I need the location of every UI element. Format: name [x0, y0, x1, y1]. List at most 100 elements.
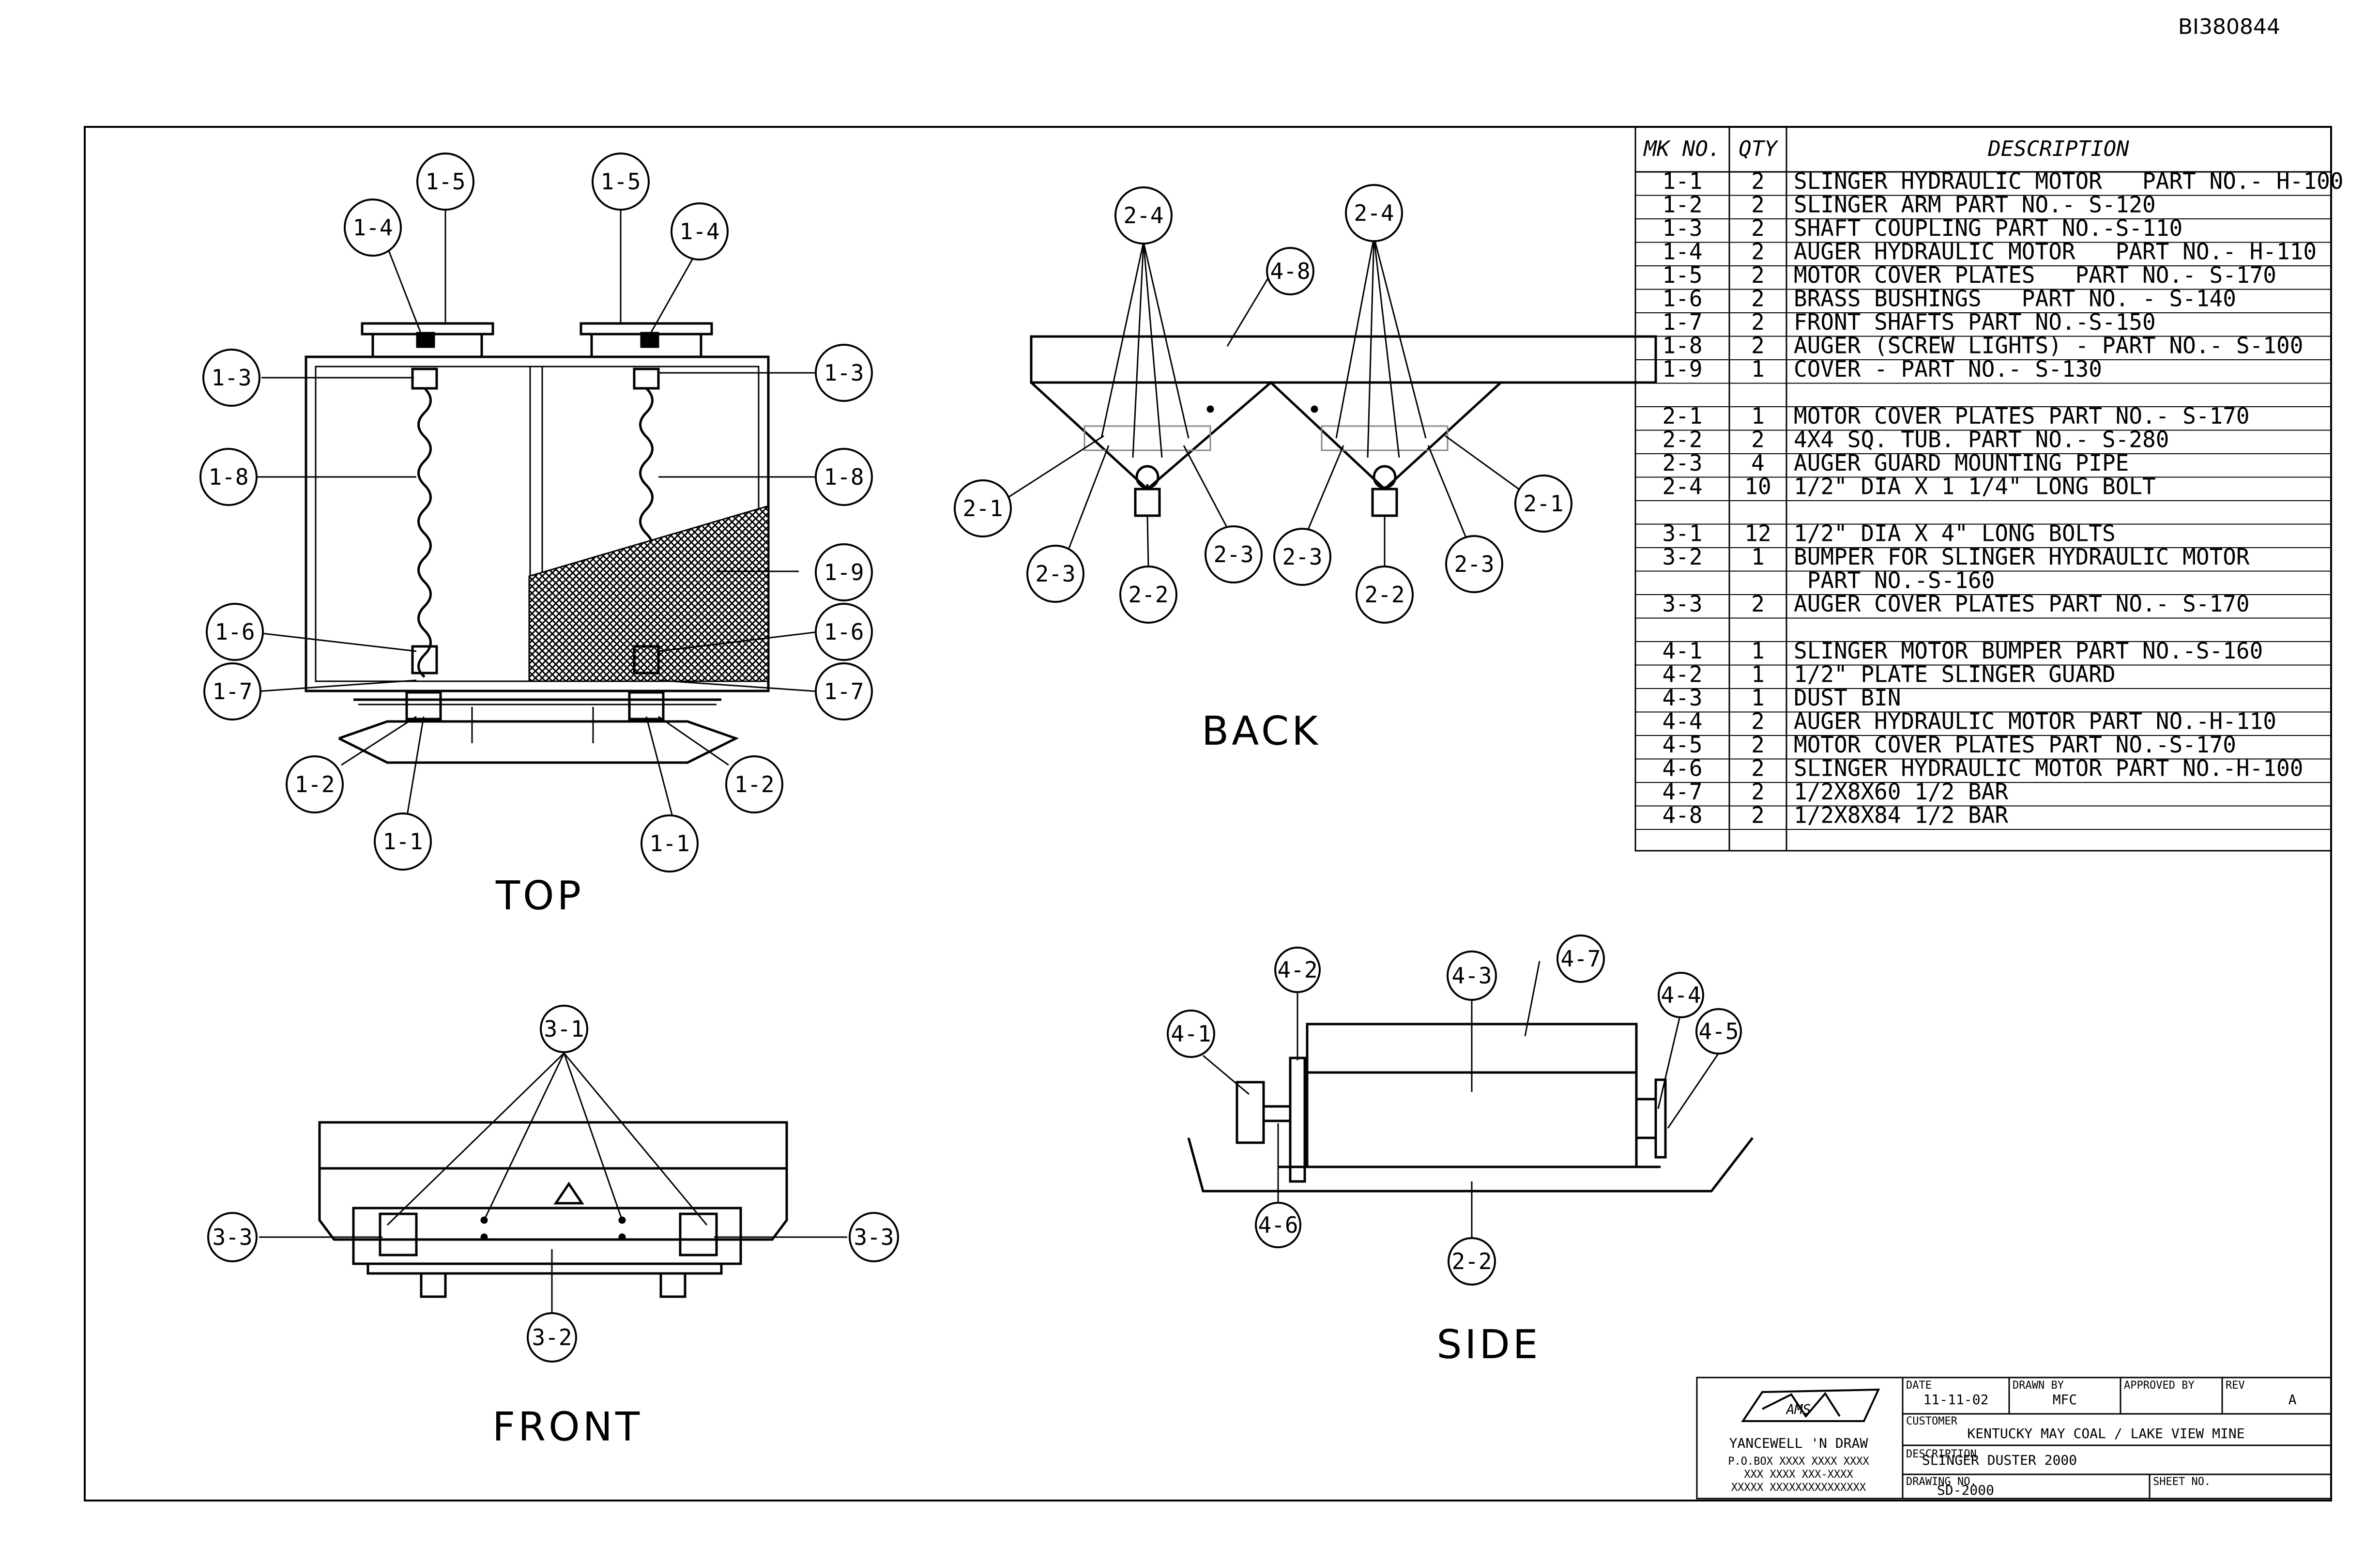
- logo-text: AMS: [1785, 1401, 1811, 1417]
- front-view-leaders: [259, 1052, 847, 1312]
- bom-cell-mk: 1-9: [1662, 356, 1702, 382]
- svg-text:1-3: 1-3: [824, 360, 864, 386]
- svg-text:1-7: 1-7: [824, 678, 864, 705]
- svg-text:DRAWING NO.: DRAWING NO.: [1906, 1476, 1977, 1488]
- svg-text:2-3: 2-3: [1213, 541, 1253, 567]
- front-view-callouts: 3-1 3-3 3-3 3-2: [207, 1005, 899, 1363]
- bom-cell-mk: 2-4: [1662, 473, 1702, 499]
- svg-text:2-2: 2-2: [1128, 582, 1168, 608]
- bom-cell-mk: 1-1: [1662, 168, 1702, 194]
- bom-cell-mk: 4-5: [1662, 732, 1702, 758]
- bom-cell-desc: DUST BIN: [1794, 685, 1901, 711]
- bom-cell-qty: 2: [1751, 262, 1765, 288]
- bom-cell-desc: 1/2" DIA X 4" LONG BOLTS: [1794, 520, 2116, 546]
- back-view-label: BACK: [1202, 708, 1321, 754]
- svg-text:1-8: 1-8: [208, 464, 248, 490]
- top-view-label: TOP: [495, 873, 584, 919]
- bom-cell-qty: 12: [1744, 520, 1771, 546]
- bom-rows: 1-1 2 SLINGER HYDRAULIC MOTOR PART NO.- H-…: [1635, 168, 2343, 830]
- bom-cell-mk: 2-3: [1662, 450, 1702, 476]
- bom-header-mk: MK NO.: [1643, 137, 1721, 161]
- svg-text:2-2: 2-2: [1451, 1248, 1492, 1274]
- bom-cell-qty: 2: [1751, 755, 1765, 781]
- svg-text:4-4: 4-4: [1661, 982, 1701, 1008]
- description-value: SLINGER DUSTER 2000: [1922, 1452, 2077, 1468]
- bom-cell-mk: 4-8: [1662, 802, 1702, 828]
- bom-cell-desc: AUGER (SCREW LIGHTS) - PART NO.- S-100: [1794, 332, 2303, 358]
- bom-cell-mk: 3-1: [1662, 520, 1702, 546]
- title-block-text: AMS YANCEWELL 'N DRAW P.O.BOX XXXX XXXX …: [1728, 1379, 2296, 1498]
- svg-text:P.O.BOX XXXX XXXX XXXX: P.O.BOX XXXX XXXX XXXX: [1728, 1455, 1869, 1468]
- bom-cell-qty: 2: [1751, 426, 1765, 452]
- svg-text:4-3: 4-3: [1451, 963, 1492, 989]
- bom-cell-desc: AUGER COVER PLATES PART NO.- S-170: [1794, 591, 2250, 617]
- bom-cell-mk: 1-4: [1662, 238, 1702, 264]
- bom-cell-desc: SLINGER HYDRAULIC MOTOR PART NO.- H-100: [1794, 168, 2343, 194]
- svg-text:APPROVED BY: APPROVED BY: [2124, 1379, 2195, 1392]
- bom-cell-desc: MOTOR COVER PLATES PART NO.- S-170: [1794, 403, 2250, 429]
- bom-cell-qty: 1: [1751, 544, 1765, 570]
- customer-value: KENTUCKY MAY COAL / LAKE VIEW MINE: [1967, 1425, 2244, 1441]
- svg-text:1-6: 1-6: [824, 619, 864, 645]
- top-view-callouts: 1-5 1-5 1-4 1-4 1-3 1-3 1-8 1-8 1-9 1-6 …: [199, 153, 873, 873]
- drawn-by-value: MFC: [2053, 1392, 2077, 1408]
- title-block: [1696, 1377, 2332, 1500]
- bom-cell-desc: FRONT SHAFTS PART NO.-S-150: [1794, 309, 2156, 335]
- bom-cell-qty: 1: [1751, 403, 1765, 429]
- svg-text:1-9: 1-9: [824, 559, 864, 585]
- bom-cell-desc: SHAFT COUPLING PART NO.-S-110: [1794, 215, 2182, 241]
- svg-text:XXXXX XXXXXXXXXXXXXXX: XXXXX XXXXXXXXXXXXXXX: [1731, 1482, 1866, 1494]
- bom-cell-qty: 2: [1751, 191, 1765, 217]
- svg-text:1-3: 1-3: [211, 365, 251, 391]
- svg-text:2-1: 2-1: [962, 495, 1003, 521]
- bom-cell-qty: 1: [1751, 685, 1765, 711]
- back-view-leaders: [1006, 237, 1519, 567]
- bom-cell-qty: 4: [1751, 450, 1765, 476]
- bom-header-qty: QTY: [1739, 137, 1778, 161]
- svg-text:2-4: 2-4: [1123, 202, 1163, 229]
- svg-text:4-2: 4-2: [1277, 957, 1317, 983]
- bom-cell-mk: 2-2: [1662, 426, 1702, 452]
- bom-cell-mk: 1-5: [1662, 262, 1702, 288]
- drawing-number: SD-2000: [1937, 1482, 1994, 1498]
- bom-cell-mk: 4-2: [1662, 661, 1702, 687]
- bom-cell-mk: 2-1: [1662, 403, 1702, 429]
- bom-cell-qty: 2: [1751, 285, 1765, 311]
- svg-text:CUSTOMER: CUSTOMER: [1906, 1415, 1958, 1427]
- bom-cell-qty: 1: [1751, 356, 1765, 382]
- svg-text:4-6: 4-6: [1258, 1212, 1298, 1238]
- document-id: BI380844: [2178, 15, 2280, 39]
- rev-value: A: [2288, 1392, 2297, 1408]
- side-view: [1187, 1023, 1754, 1193]
- svg-text:1-2: 1-2: [294, 771, 335, 797]
- front-view-label: FRONT: [492, 1404, 642, 1450]
- bom-cell-qty: 2: [1751, 708, 1765, 734]
- svg-text:4-5: 4-5: [1698, 1018, 1739, 1044]
- bom-cell-qty: 1: [1751, 661, 1765, 687]
- svg-text:1-5: 1-5: [425, 168, 465, 195]
- bom-cell-desc: 1/2X8X60 1/2 BAR: [1794, 779, 2008, 805]
- svg-text:3-3: 3-3: [212, 1224, 252, 1250]
- side-view-callouts: 4-2 4-3 4-7 4-1 4-4 4-5 4-6 2-2: [1167, 934, 1742, 1286]
- bom-cell-qty: 2: [1751, 309, 1765, 335]
- bom-cell-qty: 2: [1751, 215, 1765, 241]
- bom-cell-desc: BUMPER FOR SLINGER HYDRAULIC MOTOR: [1794, 544, 2250, 570]
- bom-cell-desc: 1/2X8X84 1/2 BAR: [1794, 802, 2008, 828]
- top-view-leaders: [256, 201, 819, 819]
- svg-text:1-4: 1-4: [352, 214, 393, 241]
- bom-cell-desc: SLINGER MOTOR BUMPER PART NO.-S-160: [1794, 638, 2263, 664]
- bom-cell-qty: 2: [1751, 732, 1765, 758]
- bom-cell-qty: 2: [1751, 332, 1765, 358]
- bom-cell-desc: SLINGER ARM PART NO.- S-120: [1794, 191, 2156, 217]
- svg-text:1-1: 1-1: [649, 830, 689, 857]
- bom-cell-desc: MOTOR COVER PLATES PART NO.-S-170: [1794, 732, 2236, 758]
- svg-text:1-2: 1-2: [734, 771, 774, 797]
- bom-cell-mk: 4-6: [1662, 755, 1702, 781]
- svg-text:DESCRIPTION: DESCRIPTION: [1906, 1448, 1977, 1460]
- bom-cell-mk: 3-3: [1662, 591, 1702, 617]
- bom-cell-desc: SLINGER HYDRAULIC MOTOR PART NO.-H-100: [1794, 755, 2303, 781]
- back-view-callouts: 2-4 2-4 4-8 2-1 2-1 2-3 2-3 2-3 2-3 2-2 …: [954, 184, 1572, 624]
- svg-text:1-8: 1-8: [824, 464, 864, 490]
- svg-text:1-6: 1-6: [214, 619, 255, 645]
- bom-cell-desc: PART NO.-S-160: [1794, 567, 1995, 593]
